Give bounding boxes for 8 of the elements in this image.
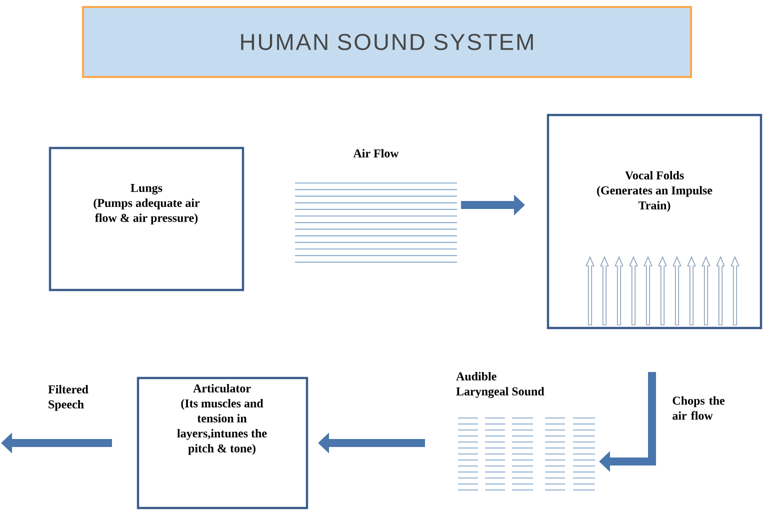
process-box: Lungs (Pumps adequate air flow & air pressure) xyxy=(48,146,244,292)
title-banner: HUMAN SOUND SYSTEM xyxy=(82,6,692,78)
edge-label: Chops the air flow xyxy=(672,396,725,420)
output-label: Filtered Speech xyxy=(48,385,88,411)
process-box: Articulator (Its muscles and tension in layers,intunes the pitch & tone) xyxy=(136,376,308,510)
flow-label: Air Flow xyxy=(353,149,399,158)
process-box: Vocal Folds (Generates an Impulse Train) xyxy=(546,114,762,330)
sound-label: Audible Laryngeal Sound xyxy=(456,372,544,398)
